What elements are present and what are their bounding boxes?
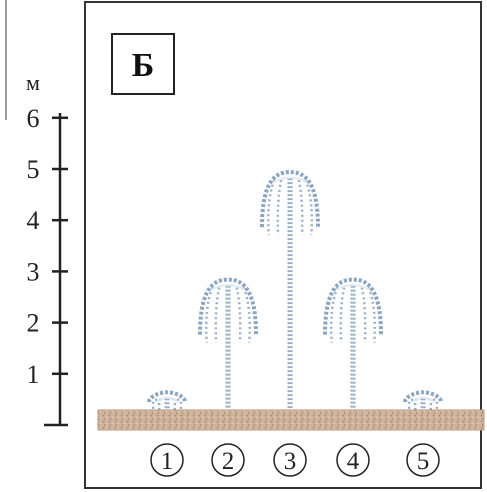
fountain-number-label: 3 bbox=[284, 448, 297, 475]
scale-tick-label: 6 bbox=[27, 104, 40, 133]
fountain-3 bbox=[260, 170, 320, 410]
scale-tick-label: 4 bbox=[27, 206, 40, 235]
fountain-spray bbox=[403, 390, 443, 403]
scale-tick-label: 3 bbox=[27, 257, 40, 286]
fountain-number-1: 1 bbox=[150, 443, 184, 477]
fountain-number-label: 5 bbox=[417, 448, 430, 475]
ground-strip bbox=[97, 409, 485, 431]
fountain-number-label: 2 bbox=[222, 448, 235, 475]
fountain-2 bbox=[198, 277, 258, 410]
height-scale: м 1 2 3 4 5 6 bbox=[26, 70, 68, 427]
scale-tick-label: 2 bbox=[27, 309, 40, 338]
fountain-number-4: 4 bbox=[336, 443, 370, 477]
fountain-number-label: 1 bbox=[161, 448, 174, 475]
fountain-5 bbox=[403, 390, 443, 411]
panel-label: Б bbox=[132, 47, 154, 84]
fountain-number-2: 2 bbox=[211, 443, 245, 477]
scale-unit: м bbox=[26, 70, 40, 95]
fountain-4 bbox=[323, 277, 383, 410]
fountain-numbers: 1 2 3 4 5 bbox=[150, 443, 440, 477]
panel-label-box: Б bbox=[111, 33, 175, 95]
fountain-number-3: 3 bbox=[273, 443, 307, 477]
fountain-1 bbox=[147, 390, 187, 411]
scale-tick-label: 5 bbox=[27, 155, 40, 184]
fountain-spray bbox=[147, 390, 187, 403]
fountains bbox=[147, 170, 443, 411]
fountain-number-5: 5 bbox=[406, 443, 440, 477]
fountain-number-label: 4 bbox=[347, 448, 360, 475]
scale-tick-label: 1 bbox=[27, 360, 40, 389]
